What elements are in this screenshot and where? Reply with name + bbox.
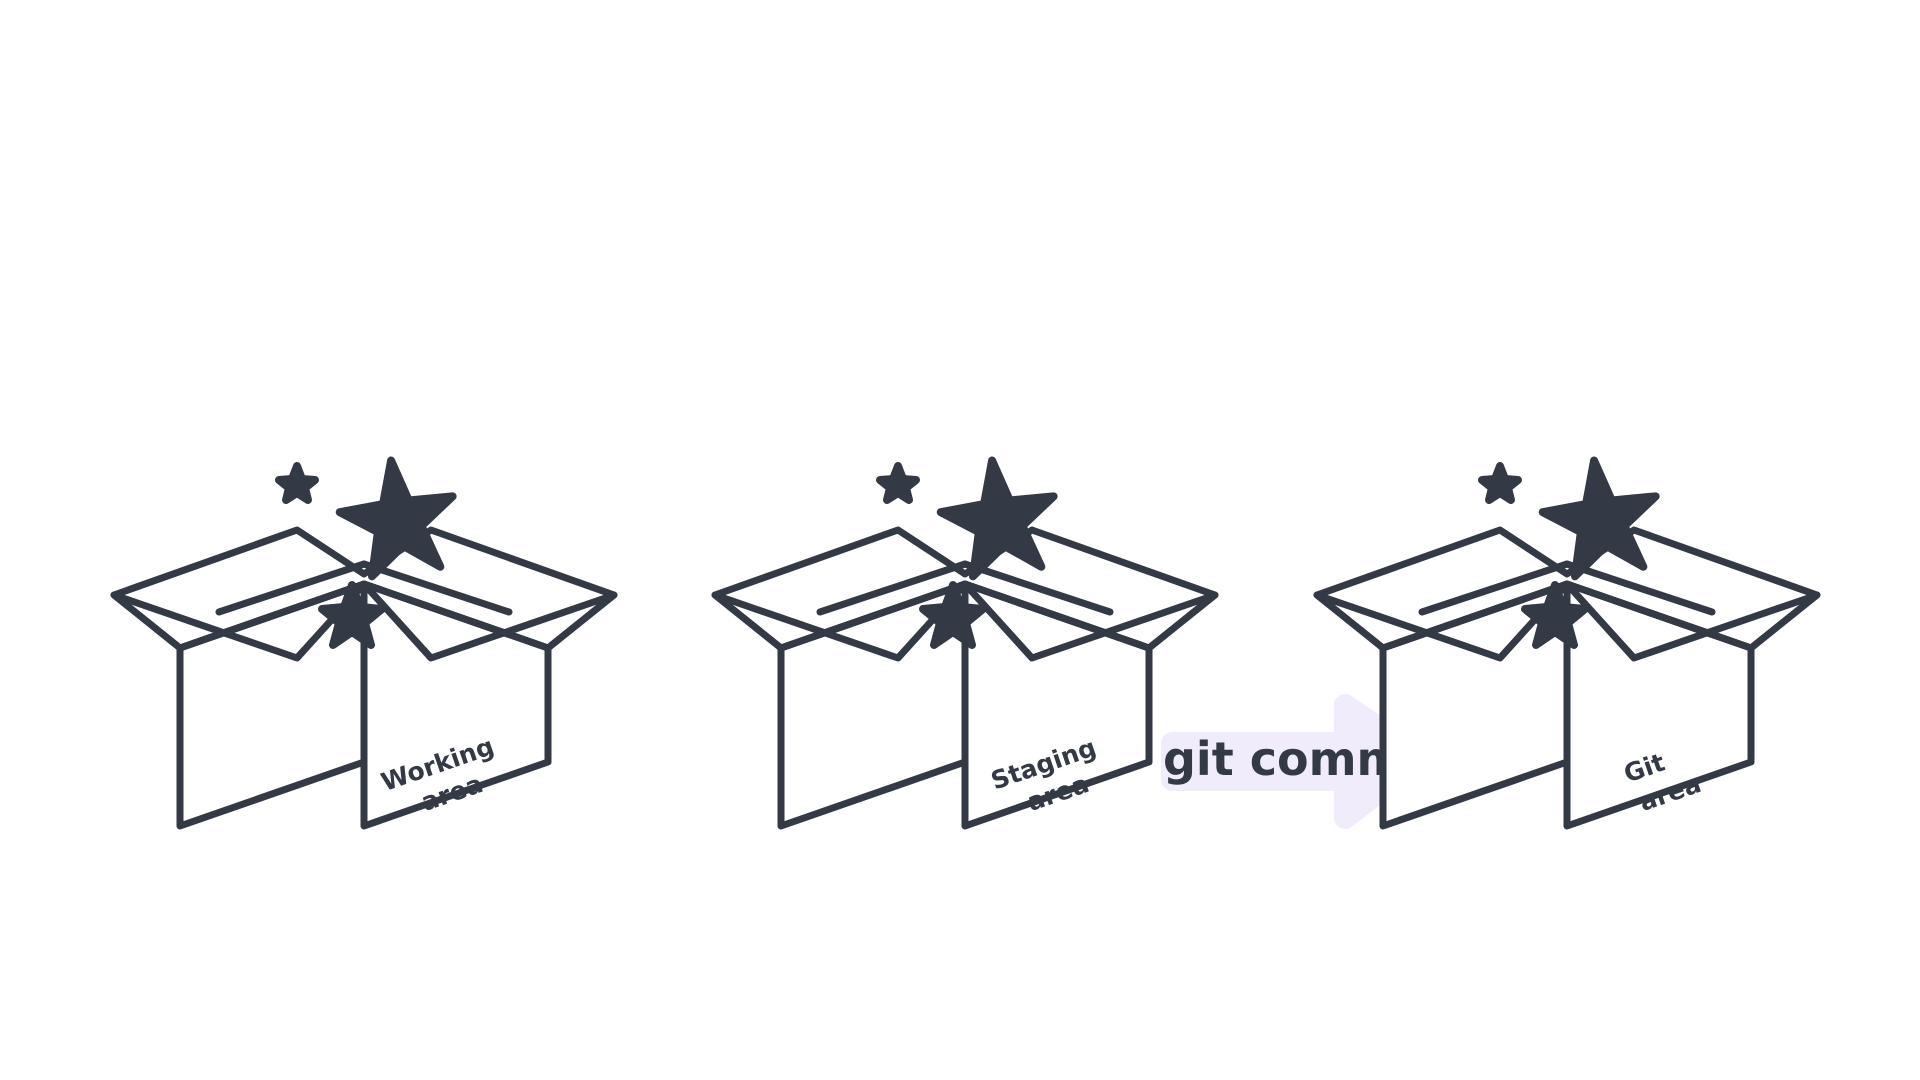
open-box-icon — [715, 453, 1215, 826]
staging-area-box: Staging area — [715, 453, 1215, 826]
open-box-icon — [114, 453, 614, 826]
working-area-box: Working area — [114, 453, 614, 827]
git-area-box: Git area — [1317, 453, 1817, 826]
open-box-icon — [1317, 453, 1817, 826]
